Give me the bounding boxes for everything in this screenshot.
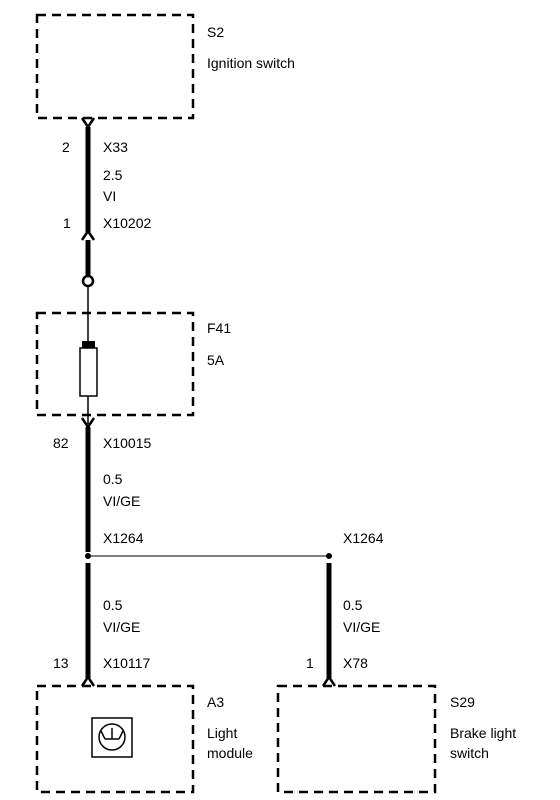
w3-size: 0.5 bbox=[103, 597, 123, 613]
w2-size: 0.5 bbox=[103, 471, 123, 487]
lamp-icon bbox=[91, 717, 133, 758]
w4-color: VI/GE bbox=[343, 619, 381, 635]
s29-id: S29 bbox=[450, 694, 475, 710]
s2-box bbox=[35, 13, 195, 120]
w1-color: VI bbox=[103, 188, 117, 204]
s29-box bbox=[276, 684, 437, 794]
f41-id: F41 bbox=[207, 320, 232, 336]
connector-x78-symbol bbox=[321, 674, 337, 687]
splice-label-left: X1264 bbox=[103, 530, 144, 546]
w3-conn-bottom: X10117 bbox=[103, 655, 151, 671]
fuse-cap-top bbox=[82, 341, 95, 348]
w1-pin-bottom: 1 bbox=[63, 215, 71, 231]
s2-name: Ignition switch bbox=[207, 55, 295, 71]
fuse-terminal-circle bbox=[81, 274, 95, 288]
w4-conn-bottom: X78 bbox=[343, 655, 368, 671]
a3-box bbox=[35, 684, 195, 794]
a3-name-line2: module bbox=[207, 745, 253, 761]
w2-conn-top: X10015 bbox=[103, 435, 152, 451]
splice-node-left bbox=[85, 553, 91, 559]
f41-box bbox=[35, 311, 195, 417]
fuse-symbol bbox=[79, 347, 98, 397]
w4-pin-bottom: 1 bbox=[306, 655, 314, 671]
w2-color: VI/GE bbox=[103, 493, 141, 509]
splice-label-right: X1264 bbox=[343, 530, 384, 546]
connector-x33-symbol bbox=[80, 117, 96, 130]
w4-size: 0.5 bbox=[343, 597, 363, 613]
w1-conn-bottom: X10202 bbox=[103, 215, 152, 231]
w1-pin-top: 2 bbox=[62, 139, 70, 155]
a3-name-line1: Light bbox=[207, 725, 238, 741]
w1-conn-top: X33 bbox=[103, 139, 128, 155]
w3-color: VI/GE bbox=[103, 619, 141, 635]
connector-x10117-symbol bbox=[80, 674, 96, 687]
splice-node-right bbox=[326, 553, 332, 559]
w1-size: 2.5 bbox=[103, 167, 123, 183]
w2-pin-top: 82 bbox=[53, 435, 69, 451]
connector-x10202-symbol bbox=[80, 228, 96, 241]
f41-rating: 5A bbox=[207, 352, 225, 368]
s2-id: S2 bbox=[207, 24, 225, 40]
w3-pin-bottom: 13 bbox=[53, 655, 69, 671]
a3-id: A3 bbox=[207, 694, 225, 710]
s29-name-line2: switch bbox=[450, 745, 489, 761]
s29-name-line1: Brake light bbox=[450, 725, 517, 741]
